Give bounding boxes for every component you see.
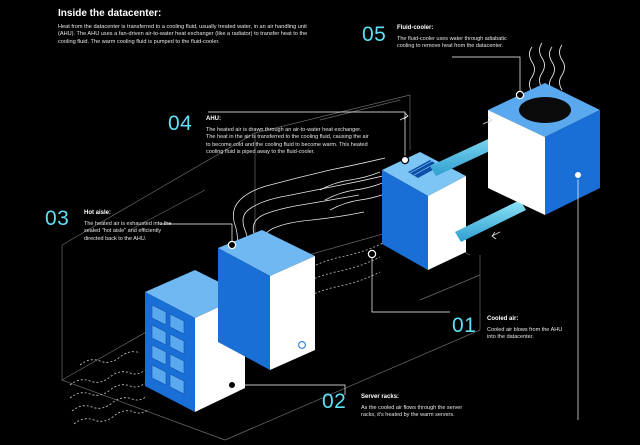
intro-text: Heat from the datacenter is transferred … [58,24,308,45]
step-03-title: Hot aisle: [84,210,112,216]
step-04-desc: The heated air is drawn through an air-t… [206,127,369,156]
ahu-unit [382,152,466,270]
step-03-desc: The heated air is exhausted into the sea… [84,221,172,242]
step-01-desc: Cooled air blows from the AHU into the d… [487,327,563,341]
step-02-desc: As the cooled air flows through the serv… [361,405,463,419]
step-02-number: 02 [322,390,347,413]
cold-air-lines [69,351,150,425]
step-03-number: 03 [45,207,70,230]
step-01-title: Cooled air: [487,316,519,322]
step-04-number: 04 [168,112,193,135]
step-05-desc: The fluid-cooler uses water through adia… [397,36,507,50]
server-rack-drawers [151,304,185,395]
step-05-number: 05 [362,23,387,46]
step-02-title: Server racks: [361,394,400,400]
callout-lines [160,56,579,420]
page-title: Inside the datacenter: [58,8,162,19]
callout-dots [227,90,583,390]
step-05-title: Fluid-cooler: [397,25,434,31]
server-rack-back [218,230,315,370]
step-01-number: 01 [452,314,477,337]
fluid-cooler [488,83,600,215]
steam-lines [529,42,565,93]
step-04-title: AHU: [206,116,221,122]
